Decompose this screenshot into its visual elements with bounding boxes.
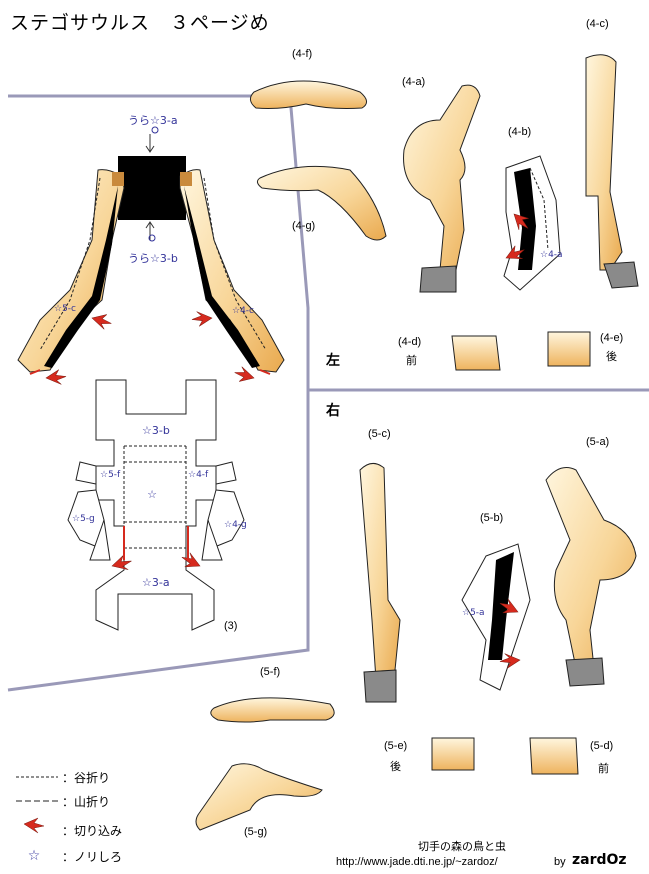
front-label-left: 前 xyxy=(406,354,417,367)
legend-mountain-fold: ：山折り xyxy=(62,795,111,809)
label-4a: (4-a) xyxy=(402,76,426,88)
bone-5g xyxy=(195,763,323,831)
credit-site: 切手の森の鳥と虫 xyxy=(418,841,506,853)
foot-4d xyxy=(451,335,501,371)
legend-symbols: ☆ xyxy=(16,776,58,864)
svg-text:☆: ☆ xyxy=(147,488,157,501)
neck-strip-piece xyxy=(17,126,285,388)
bone-4a xyxy=(403,84,481,293)
label-5e: (5-e) xyxy=(384,740,408,752)
foot-4e xyxy=(547,331,591,367)
right-side-label: 右 xyxy=(326,403,340,419)
glue-3b: ☆3-b xyxy=(142,424,170,437)
bone-5c xyxy=(359,463,401,703)
piece-3: ☆ xyxy=(67,379,245,631)
glue-4f: ☆4-f xyxy=(188,470,209,480)
bone-5f xyxy=(210,697,335,723)
front-label-right: 前 xyxy=(598,762,609,775)
credit-by: by xyxy=(554,856,566,868)
label-4e: (4-e) xyxy=(600,332,624,344)
label-5f: (5-f) xyxy=(260,666,281,678)
label-5c: (5-c) xyxy=(368,428,391,440)
left-side-label: 左 xyxy=(326,353,340,369)
page-title: ステゴサウルス ３ページめ xyxy=(10,12,270,34)
glue-4a: ☆4-a xyxy=(540,250,563,260)
panel-border xyxy=(7,94,310,692)
brand-logo: zardOz xyxy=(572,852,627,868)
glue-5a: ☆5-a xyxy=(462,608,485,618)
label-4f: (4-f) xyxy=(292,48,313,60)
glue-4g: ☆4-g xyxy=(224,520,247,530)
glue-5g: ☆5-g xyxy=(72,514,95,524)
foot-5e xyxy=(431,737,475,771)
back-label-left: 後 xyxy=(606,350,617,363)
label-4c: (4-c) xyxy=(586,18,609,30)
label-5b: (5-b) xyxy=(480,512,504,524)
glue-3a: ☆3-a xyxy=(142,576,170,589)
glue-5c: ☆5-c xyxy=(54,304,76,314)
svg-text:☆: ☆ xyxy=(28,848,41,864)
bone-5a xyxy=(545,467,637,687)
glue-ura-3a: うら☆3-a xyxy=(128,114,178,127)
label-4g: (4-g) xyxy=(292,220,316,232)
bone-4f xyxy=(250,80,367,109)
bone-4c xyxy=(585,54,639,289)
label-4d: (4-d) xyxy=(398,336,422,348)
label-3: (3) xyxy=(224,620,238,632)
label-4b: (4-b) xyxy=(508,126,532,138)
legend-cut: ：切り込み xyxy=(62,824,123,838)
glue-5f: ☆5-f xyxy=(100,470,121,480)
credit-url[interactable]: http://www.jade.dti.ne.jp/~zardoz/ xyxy=(336,856,498,868)
bone-5b xyxy=(461,543,531,691)
bone-4g xyxy=(256,165,387,241)
glue-4c: ☆4-c xyxy=(232,306,254,316)
legend-valley-fold: ：谷折り xyxy=(62,771,111,785)
label-5a: (5-a) xyxy=(586,436,610,448)
glue-ura-3b: うら☆3-b xyxy=(128,252,178,265)
label-5d: (5-d) xyxy=(590,740,614,752)
bone-4b xyxy=(502,155,561,291)
legend-glue: ：ノリしろ xyxy=(62,850,123,864)
label-5g: (5-g) xyxy=(244,826,268,838)
foot-5d xyxy=(529,737,579,775)
back-label-right: 後 xyxy=(390,760,401,773)
